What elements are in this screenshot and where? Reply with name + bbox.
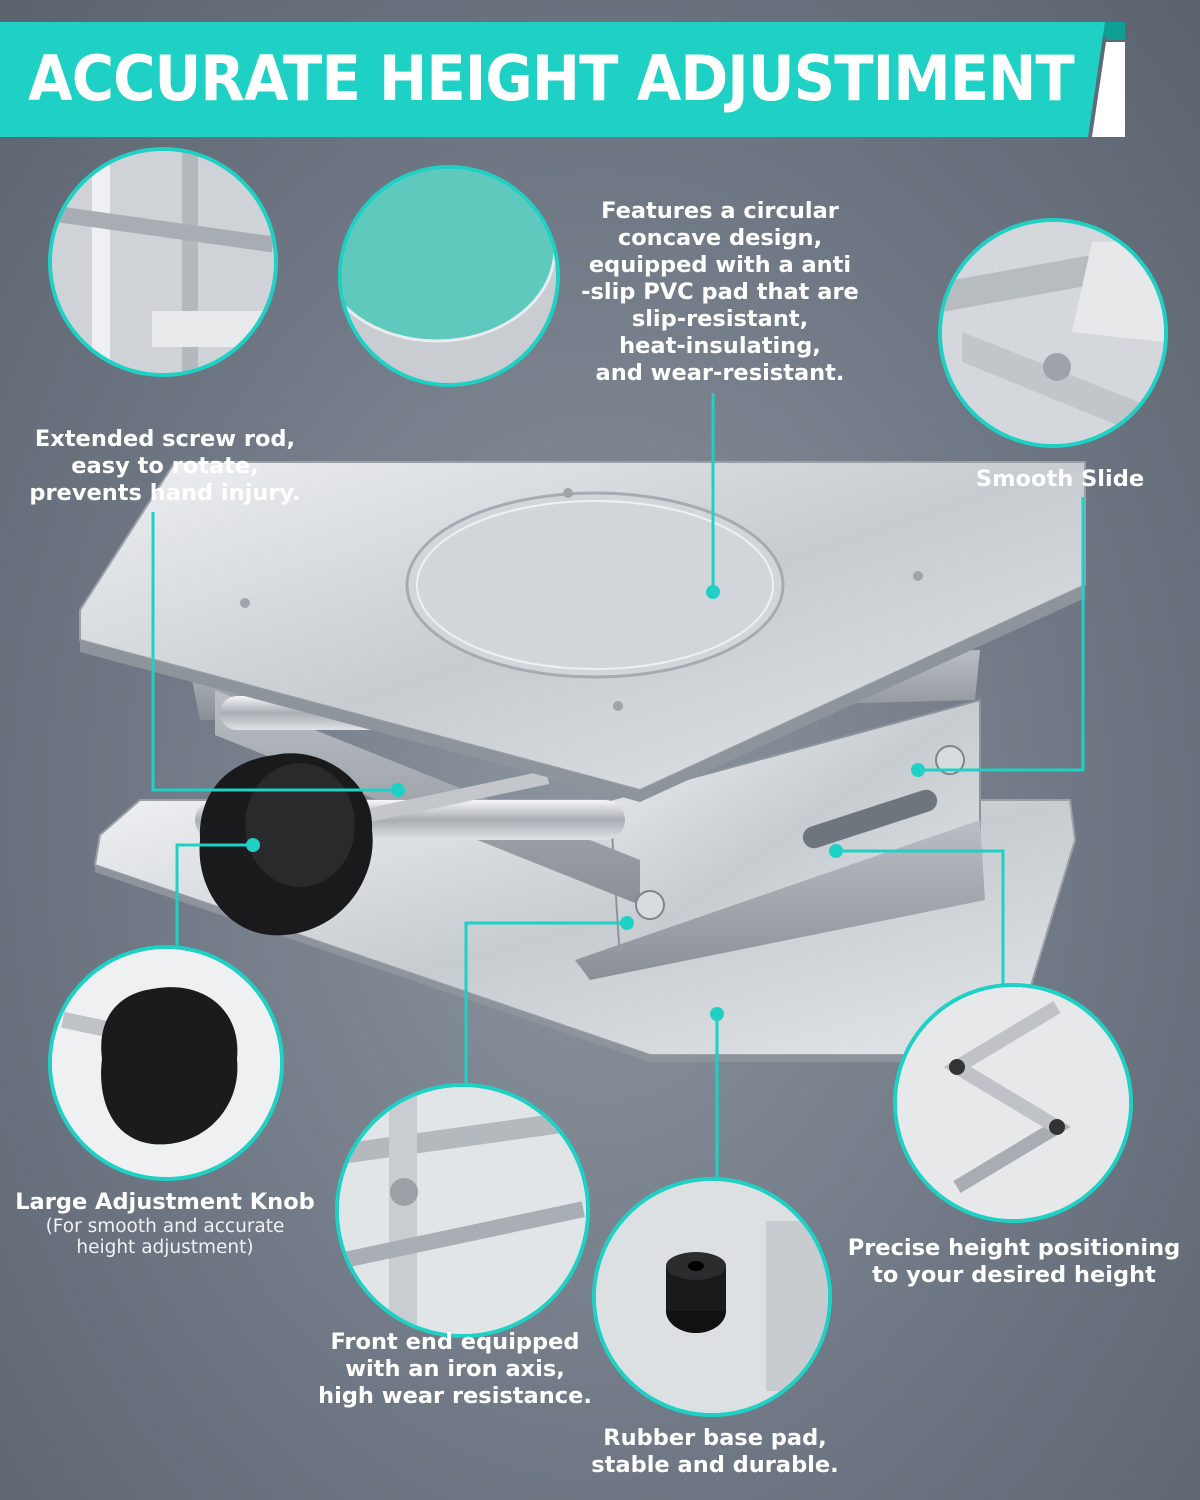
- page-title: ACCURATE HEIGHT ADJUSTIMENT: [28, 42, 1075, 115]
- callout-screw-rod: Extended screw rod, easy to rotate, prev…: [29, 426, 301, 506]
- inset-iron-axis: [335, 1083, 590, 1338]
- inset-scissor: [893, 983, 1133, 1223]
- inset-smooth-slide: [938, 218, 1168, 448]
- concave-circle: [405, 491, 785, 679]
- callout-knob: Large Adjustment Knob (For smooth and ac…: [15, 1189, 315, 1258]
- callout-positioning: Precise height positioning to your desir…: [847, 1235, 1181, 1288]
- inset-screw-rod: [48, 147, 278, 377]
- inset-rubber-pad: [592, 1177, 832, 1417]
- inset-pvc-pad: [338, 165, 560, 387]
- callout-pvc-pad: Features a circular concave design, equi…: [581, 198, 859, 386]
- callout-iron-axis: Front end equipped with an iron axis, hi…: [318, 1329, 592, 1409]
- banner-shape: [0, 22, 1125, 137]
- inset-knob: [48, 945, 284, 1181]
- title-banner: ACCURATE HEIGHT ADJUSTIMENT: [0, 22, 1125, 137]
- callout-smooth-slide: Smooth Slide: [975, 466, 1145, 492]
- callout-rubber-pad: Rubber base pad, stable and durable.: [591, 1425, 839, 1478]
